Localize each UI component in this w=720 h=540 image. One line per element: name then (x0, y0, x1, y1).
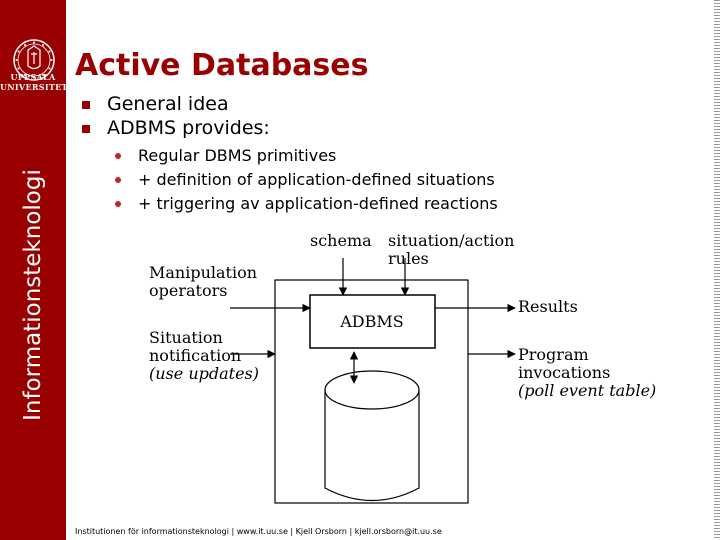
bullet-text: General idea (107, 93, 229, 115)
sub-bullet-text: Regular DBMS primitives (138, 146, 337, 165)
adbms-diagram: ADBMS schema situation/action rules Mani… (149, 231, 656, 504)
university-name-line1: UPPSALA (10, 72, 56, 82)
database-cylinder (324, 370, 420, 501)
right-border-decoration (714, 0, 720, 540)
university-name-line2: UNIVERSITET (0, 82, 68, 92)
sub-bullet-item: Regular DBMS primitives (115, 144, 498, 168)
schema-label: schema (310, 231, 372, 250)
bullet-item: General idea (82, 92, 270, 116)
bullet-list: General idea ADBMS provides: (82, 92, 270, 140)
manipulation-label-line2: operators (149, 281, 227, 300)
situation-label-line3: (use updates) (149, 364, 259, 383)
bullet-text: ADBMS provides: (107, 117, 270, 139)
program-label-line3: (poll event table) (518, 381, 656, 400)
system-boundary-box (274, 279, 469, 504)
sub-bullet-text: + definition of application-defined situ… (138, 170, 495, 189)
rules-label-line2: rules (388, 249, 429, 268)
round-bullet-icon (115, 153, 121, 159)
slide-title: Active Databases (75, 48, 369, 83)
situation-label-line2: notification (149, 346, 241, 365)
bullet-item: ADBMS provides: (82, 116, 270, 140)
round-bullet-icon (115, 201, 121, 207)
sub-bullet-item: + triggering av application-defined reac… (115, 192, 498, 216)
round-bullet-icon (115, 177, 121, 183)
situation-label-line1: Situation (149, 328, 223, 347)
department-vertical-title: Informationsteknologi (20, 169, 46, 421)
footer: Institutionen för informationsteknologi … (75, 527, 442, 536)
sub-bullet-list: Regular DBMS primitives + definition of … (115, 144, 498, 216)
sub-bullet-text: + triggering av application-defined reac… (138, 194, 498, 213)
adbms-box (309, 294, 436, 349)
square-bullet-icon (82, 101, 90, 109)
manipulation-label-line1: Manipulation (149, 263, 257, 282)
uppsala-seal-icon (13, 39, 55, 81)
program-label-line2: invocations (518, 363, 610, 382)
sub-bullet-item: + definition of application-defined situ… (115, 168, 498, 192)
square-bullet-icon (82, 125, 90, 133)
sidebar: UPPSALA UNIVERSITET Informationsteknolog… (0, 0, 68, 540)
adbms-label: ADBMS (339, 312, 403, 331)
program-label-line1: Program (518, 345, 589, 364)
results-label: Results (518, 297, 578, 316)
rules-label-line1: situation/action (388, 231, 514, 250)
